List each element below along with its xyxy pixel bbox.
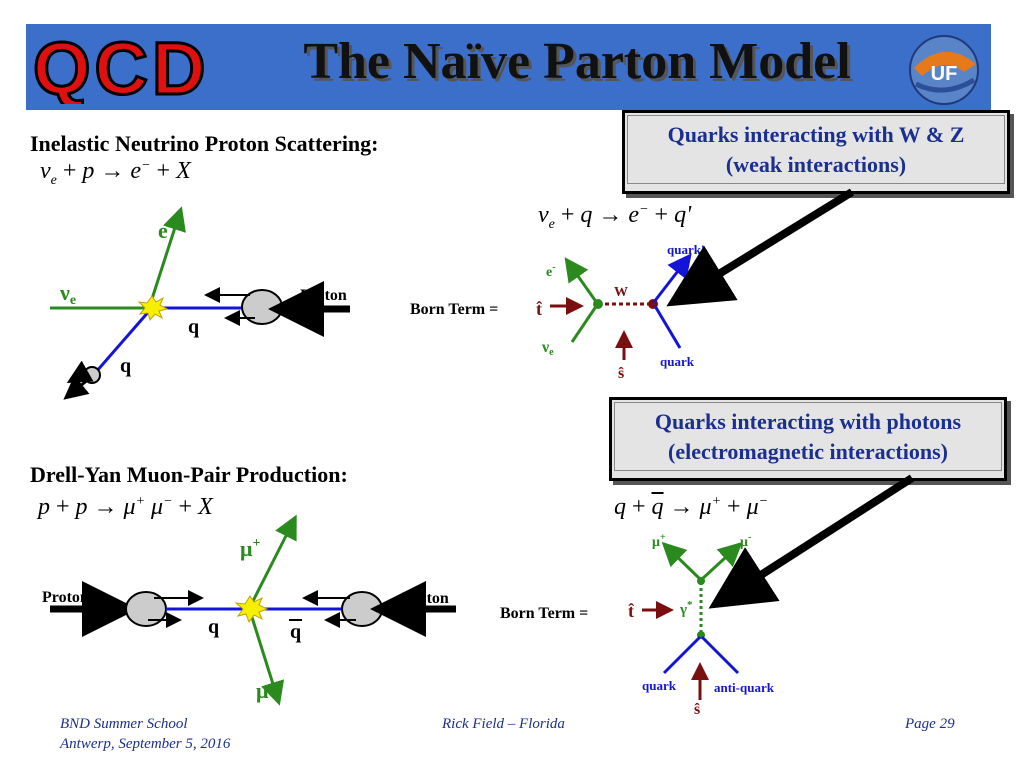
callout-em-line1: Quarks interacting with photons <box>654 409 962 434</box>
em-mu-plus-line <box>661 541 703 582</box>
footer-school: BND Summer School <box>60 716 188 732</box>
em-quark-label: quark <box>642 678 677 693</box>
neutrino-heading: Inelastic Neutrino Proton Scattering: <box>30 131 379 156</box>
proton-label: Proton <box>300 287 347 304</box>
dy-qbar-label: q <box>290 621 301 643</box>
weak-e-label: e- <box>546 262 556 280</box>
em-antiquark-line <box>700 635 740 675</box>
em-antiquark-label: anti-quark <box>714 680 775 695</box>
uf-logo: UF <box>909 35 979 105</box>
page-title: The Naïve Parton Model <box>303 33 851 90</box>
dy-interaction-star <box>234 595 269 624</box>
drell-yan-heading: Drell-Yan Muon-Pair Production: <box>30 462 348 487</box>
qcd-logo: QCD <box>32 30 209 104</box>
quark-line-out <box>94 309 152 373</box>
weak-quark-label: quark <box>660 354 695 369</box>
em-mu-minus-line <box>699 541 743 582</box>
uf-logo-text: UF <box>931 63 958 85</box>
qcd-logo-text: QCD <box>33 30 209 104</box>
em-born-label: Born Term = <box>500 605 588 622</box>
em-born-equation: q + q → μ+ + μ− <box>614 494 769 520</box>
em-t-label: t̂ <box>628 601 634 621</box>
callout-weak-line1: Quarks interacting with W & Z <box>667 122 965 147</box>
weak-lepton-vertex <box>593 299 603 309</box>
left-proton-label: Proton <box>42 589 89 606</box>
weak-electron-line <box>564 257 599 304</box>
weak-born-equation: νe + q → e− + q' <box>538 202 692 232</box>
weak-nu-label: νe <box>541 339 554 358</box>
w-label: W <box>614 285 628 300</box>
dy-mu-minus-label: μ- <box>256 678 273 703</box>
right-proton-label: Proton <box>402 590 449 607</box>
weak-born-diagram: Born Term = t̂ ŝ e- νe W quark' quark <box>410 242 705 382</box>
weak-quark-line <box>653 305 682 349</box>
callout-em-line2: (electromagnetic interactions) <box>668 438 948 464</box>
drell-yan-diagram: Proton Proton q q μ+ μ- <box>42 514 456 706</box>
em-born-diagram: Born Term = t̂ ŝ γ* μ+ μ- quark anti-qua… <box>500 532 775 718</box>
q-label-top: q <box>188 316 199 338</box>
em-quark-line <box>662 635 702 675</box>
weak-s-label: ŝ <box>618 365 624 382</box>
electron-line <box>148 206 186 306</box>
callout-em-interactions: Quarks interacting with photons (electro… <box>609 397 1007 481</box>
callout-weak-line2: (weak interactions) <box>725 151 907 177</box>
nu-e-label: νe <box>59 280 76 308</box>
footer-date: Antwerp, September 5, 2016 <box>60 735 231 752</box>
dy-mu-plus-label: μ+ <box>240 536 260 561</box>
gamma-label: γ* <box>679 599 693 618</box>
weak-born-label: Born Term = <box>410 301 498 318</box>
weak-neutrino-line <box>570 304 599 343</box>
jet-arrow-2 <box>66 360 94 383</box>
footer-left: BND Summer School Antwerp, September 5, … <box>60 715 230 754</box>
quark-prime-label: quark' <box>667 242 705 257</box>
footer-author: Rick Field – Florida <box>442 716 565 732</box>
em-mu-plus-label: μ+ <box>652 532 666 550</box>
mu-minus-line <box>248 610 285 706</box>
em-s-label: ŝ <box>694 701 700 718</box>
em-mu-minus-label: μ- <box>740 532 751 550</box>
dy-q-label: q <box>208 616 219 638</box>
neutrino-equation: νe + p → e− + X <box>40 158 191 188</box>
jet-arrow-1 <box>63 375 91 400</box>
drell-yan-equation: p + p → μ+ μ− + X <box>38 494 213 520</box>
footer-page: Page 29 <box>905 716 955 732</box>
em-lepton-vertex <box>697 577 705 585</box>
interaction-star <box>137 295 169 322</box>
weak-t-label: t̂ <box>536 299 542 319</box>
neutrino-scattering-diagram: e- νe Proton q q <box>50 206 350 400</box>
e-label: e- <box>158 218 173 243</box>
q-label-bottom: q <box>120 355 131 377</box>
mu-plus-line <box>248 514 297 608</box>
em-callout-pointer <box>708 474 915 609</box>
callout-weak-interactions: Quarks interacting with W & Z (weak inte… <box>622 110 1010 194</box>
weak-callout-pointer <box>666 188 855 307</box>
title-bar <box>26 24 991 110</box>
